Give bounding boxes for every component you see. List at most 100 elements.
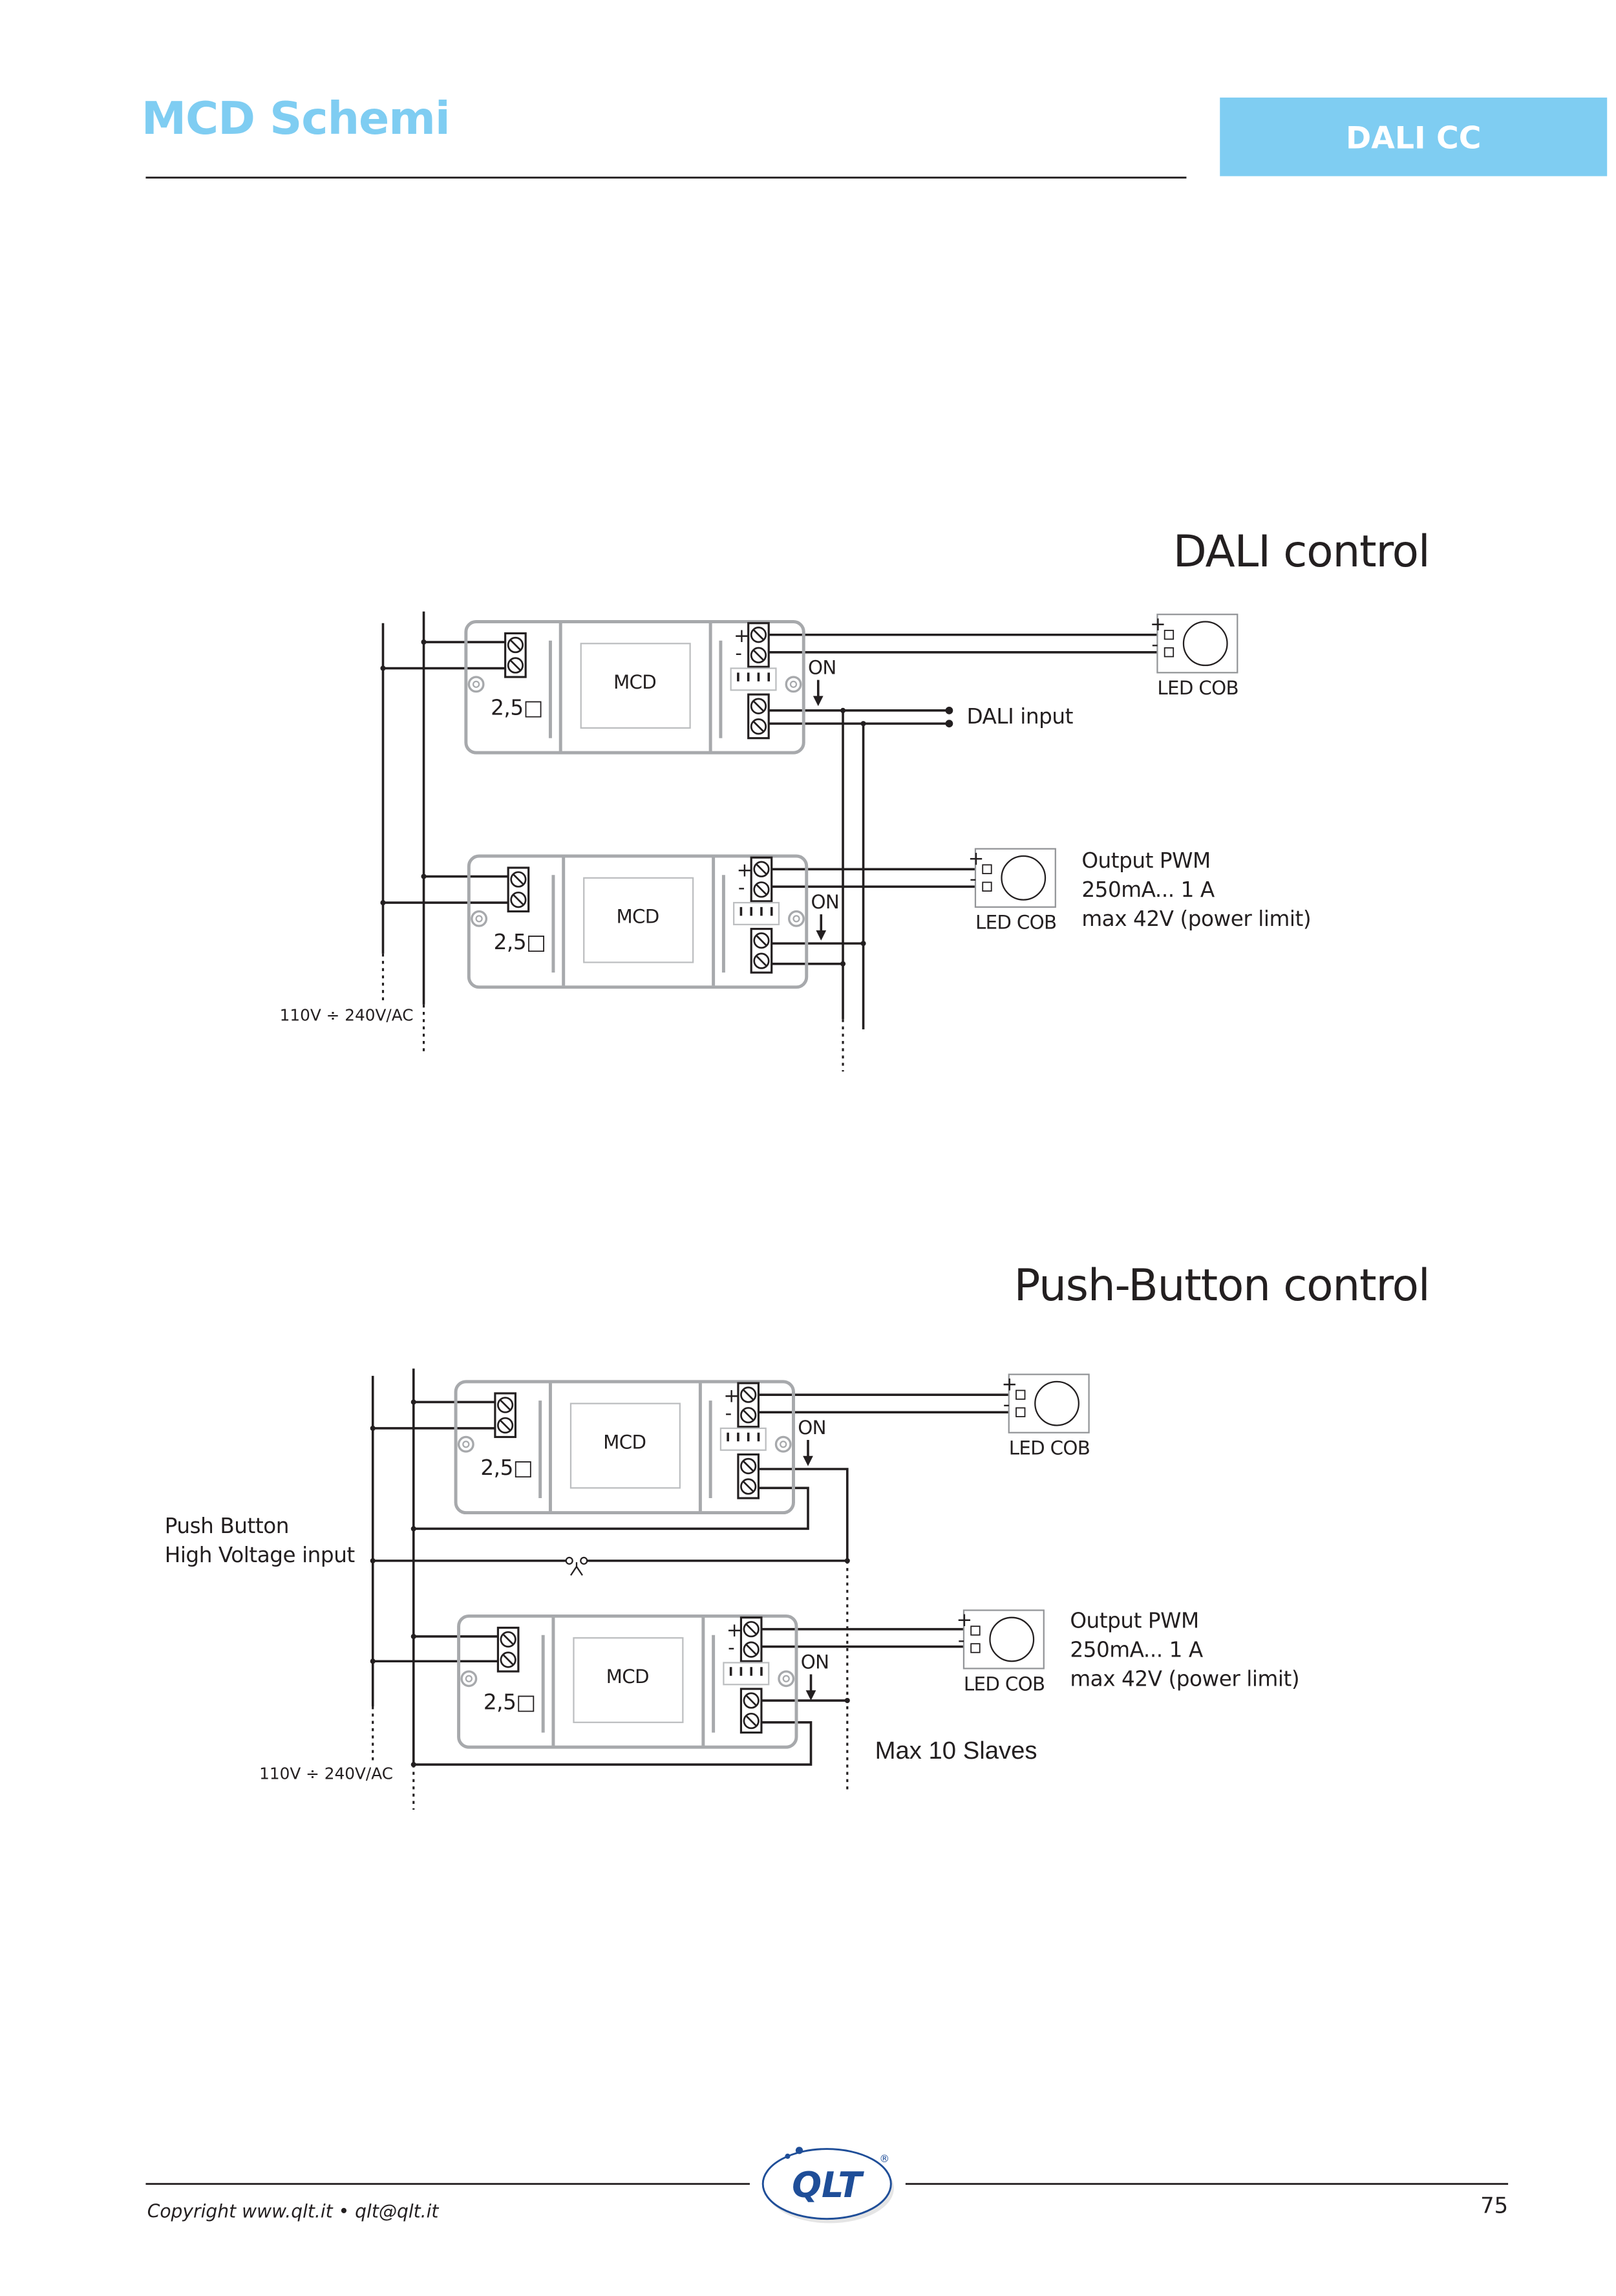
- screw-icon: [743, 1712, 760, 1730]
- screw-icon: [743, 1621, 760, 1638]
- screw-icon: [510, 871, 527, 888]
- screw-slot: [756, 863, 767, 875]
- screw-slot: [742, 1409, 754, 1421]
- output-spec-line: max 42V (power limit): [1070, 1667, 1299, 1691]
- screw-slot: [502, 1654, 514, 1666]
- screw-slot: [756, 955, 767, 967]
- minus-sign: -: [728, 1636, 734, 1658]
- junction-dot: [380, 900, 386, 906]
- arrow-down-icon: [813, 696, 824, 707]
- led-emitter-icon: [1182, 621, 1228, 667]
- led-cob-label: LED COB: [1157, 677, 1238, 699]
- push-button-label: High Voltage input: [165, 1543, 356, 1567]
- screw-icon: [497, 1417, 514, 1434]
- screw-slot: [513, 874, 524, 885]
- dip-on-label: ON: [808, 657, 836, 679]
- max-slaves-label: Max 10 Slaves: [875, 1737, 1037, 1765]
- screw-icon: [500, 1631, 516, 1648]
- junction-dot: [370, 1425, 376, 1432]
- copyright: Copyright www.qlt.it • qlt@qlt.it: [147, 2200, 440, 2222]
- screw-slot: [752, 700, 765, 712]
- wire: [413, 1721, 813, 1766]
- minus-sign: -: [735, 642, 741, 664]
- push-button-control-title: Push-Button control: [1014, 1260, 1430, 1311]
- screw-icon: [743, 1692, 760, 1709]
- dip-switch: [723, 1662, 770, 1686]
- terminal-block: [750, 856, 773, 903]
- screw-icon: [750, 627, 767, 643]
- led-pad: [970, 1625, 981, 1636]
- terminal-block: [747, 622, 770, 668]
- minus-sign: -: [1151, 634, 1158, 656]
- plus-sign: +: [734, 625, 749, 647]
- terminal-block: [739, 1616, 763, 1662]
- junction-dot: [840, 961, 846, 967]
- section-badge-label: DALI CC: [1346, 121, 1481, 156]
- led-pad: [970, 1643, 981, 1653]
- junction-dot: [410, 1762, 416, 1768]
- screw-icon: [750, 718, 767, 735]
- output-spec-line: 250mA... 1 A: [1070, 1637, 1204, 1662]
- screw-slot: [752, 720, 765, 733]
- mounting-hole-inner: [782, 1675, 790, 1682]
- led-cob-label: LED COB: [964, 1673, 1045, 1695]
- plus-sign: +: [737, 859, 752, 881]
- screw-icon: [753, 881, 770, 898]
- screw-icon: [743, 1641, 760, 1658]
- wiring: [370, 611, 1165, 1810]
- led-cob-label: LED COB: [975, 912, 1056, 934]
- led-cob-board: [962, 1609, 1045, 1669]
- mounting-hole-inner: [462, 1441, 470, 1448]
- screw-icon: [507, 657, 524, 674]
- screw-slot: [499, 1399, 511, 1411]
- screw-slot: [499, 1419, 511, 1432]
- junction-dot: [945, 706, 953, 714]
- page-number: 75: [1480, 2193, 1508, 2218]
- screw-icon: [740, 1478, 757, 1495]
- screw-icon: [740, 1386, 757, 1403]
- screw-slot: [745, 1695, 758, 1706]
- led-emitter-icon: [989, 1616, 1035, 1662]
- dip-switch: [733, 901, 780, 925]
- screw-slot: [509, 660, 522, 671]
- terminal-block: [507, 866, 530, 913]
- junction-dot: [410, 1399, 416, 1405]
- led-cob-label: LED COB: [1009, 1437, 1090, 1459]
- screw-icon: [740, 1457, 757, 1475]
- mounting-hole-inner: [789, 680, 798, 688]
- mounting-hole-icon: [785, 676, 802, 693]
- terminal-block: [494, 1392, 516, 1439]
- mounting-hole-icon: [460, 1670, 478, 1688]
- plus-sign: +: [1001, 1373, 1017, 1395]
- screw-slot: [742, 1481, 754, 1492]
- device-name: MCD: [603, 1431, 646, 1453]
- junction-dot: [860, 941, 866, 947]
- mounting-hole-icon: [774, 1435, 792, 1453]
- dip-on-label: ON: [811, 891, 840, 913]
- plus-sign: +: [957, 1609, 972, 1631]
- device-name: MCD: [616, 906, 659, 928]
- push-button-label: Push Button: [165, 1514, 289, 1538]
- output-spec-line: Output PWM: [1081, 848, 1210, 873]
- arrow-down-icon: [803, 1455, 813, 1466]
- screw-slot: [742, 1460, 754, 1472]
- cable-section-label: 2,5□: [480, 1455, 533, 1480]
- push-button-contact: [565, 1556, 573, 1565]
- cable-section-label: 2,5□: [491, 696, 543, 720]
- label-area: [569, 1402, 681, 1489]
- screw-icon: [753, 861, 770, 877]
- led-cob: +-: [1001, 1373, 1090, 1433]
- screw-icon: [497, 1397, 514, 1413]
- push-button-icon: [570, 1562, 583, 1576]
- cable-section-label: 2,5□: [494, 930, 546, 954]
- minus-sign: -: [725, 1402, 732, 1424]
- screw-slot: [745, 1715, 758, 1727]
- mains-voltage-label: 110V ÷ 240V/AC: [280, 1005, 414, 1024]
- logo-text: QLT: [792, 2165, 864, 2205]
- mounting-hole-inner: [792, 915, 800, 923]
- dali-input-label: DALI input: [966, 704, 1073, 729]
- arrow-down-icon: [805, 1690, 816, 1701]
